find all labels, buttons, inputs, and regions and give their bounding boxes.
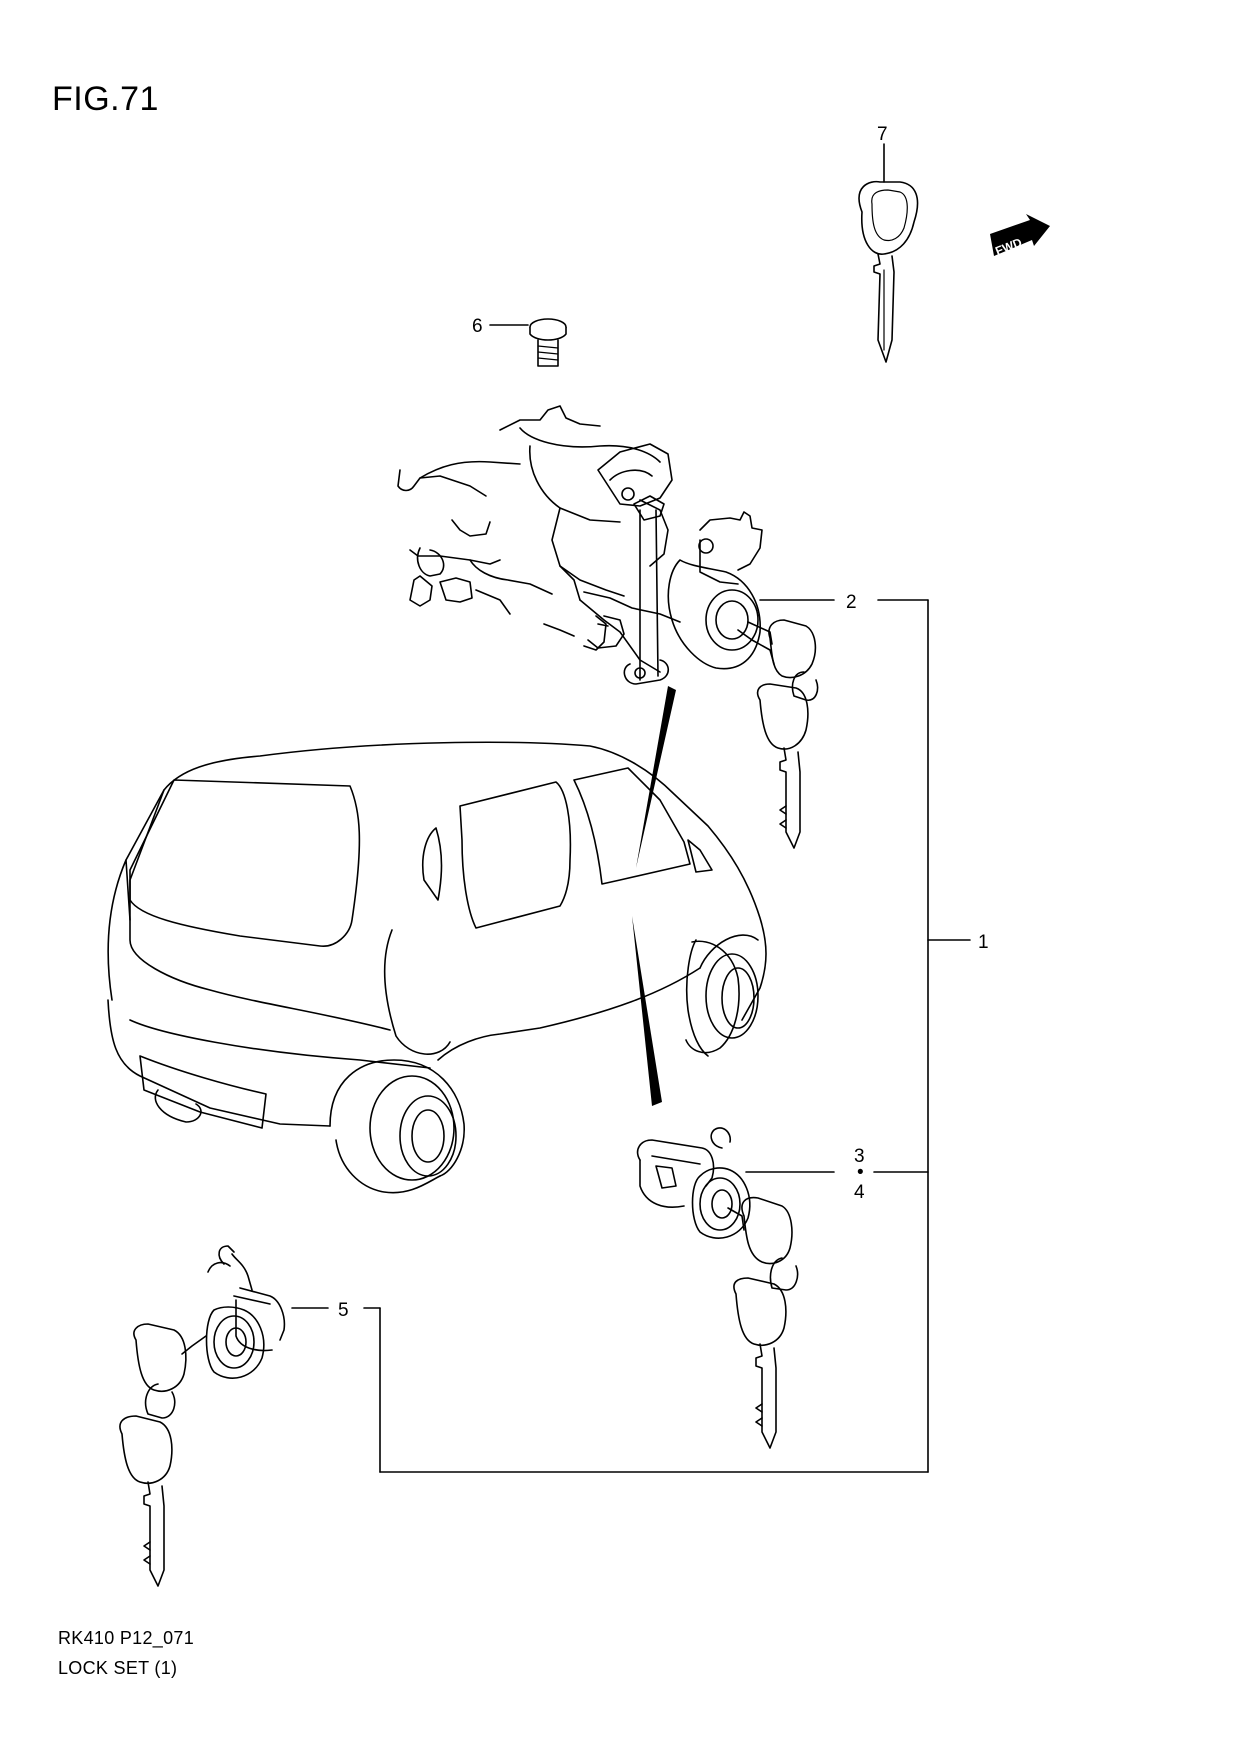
callout-7: 7 (877, 124, 888, 145)
callout-2: 2 (846, 592, 857, 613)
callout-6: 6 (472, 316, 483, 337)
vehicle-rear-view (107, 741, 767, 1194)
bracket-part-1 (363, 599, 971, 1473)
part-2-steering-lock-assembly[interactable] (397, 405, 775, 685)
callout-3-sep: • (857, 1162, 864, 1183)
part-2-keys[interactable] (756, 619, 819, 849)
figure-title: FIG.71 (52, 80, 159, 118)
part-7-key-blank[interactable] (858, 143, 919, 363)
pointer-door-lock (632, 916, 662, 1106)
footer-code: RK410 P12_071 (58, 1628, 195, 1648)
callout-3: 3 (854, 1146, 865, 1167)
callout-1: 1 (978, 932, 989, 953)
part-3-4-door-lock-cylinder[interactable] (636, 1127, 799, 1449)
callout-4: 4 (854, 1182, 865, 1203)
footer-name: LOCK SET (1) (58, 1658, 178, 1678)
callout-5: 5 (338, 1300, 349, 1321)
part-6-screw[interactable] (489, 318, 567, 367)
fwd-arrow-icon: FWD (990, 214, 1050, 258)
part-5-tailgate-lock-cylinder[interactable] (119, 1245, 286, 1587)
